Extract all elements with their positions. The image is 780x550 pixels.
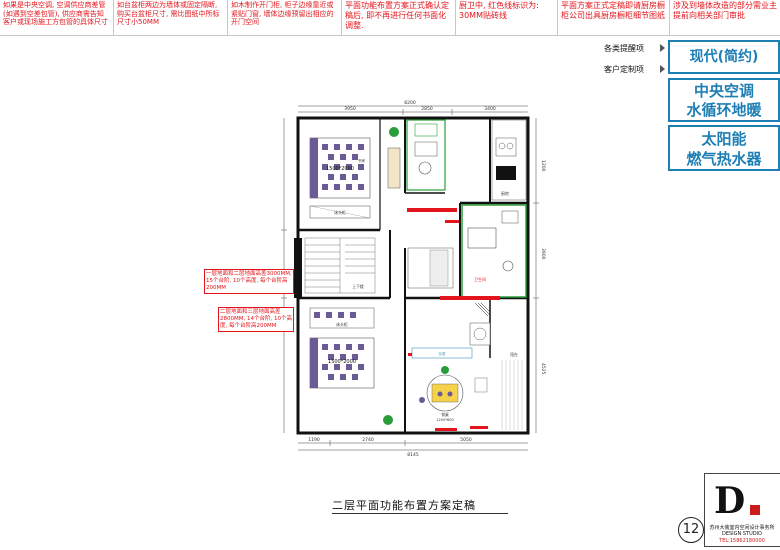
note-divider — [113, 0, 114, 36]
solar-box: 太阳能 燃气热水器 — [668, 125, 780, 171]
table-size: 1200*600 — [436, 418, 453, 422]
note-4: 平面功能布置方案正式确认定稿后, 即不再进行任何书面化调整. — [345, 1, 449, 30]
bed2-size: 1500*2000 — [328, 359, 356, 365]
dim-right-b: 3900 — [540, 248, 546, 260]
dim-top-total: 8200 — [404, 100, 416, 106]
floor-plan: 8200 3950 2850 3400 卫生间 厨房 1500*2000 — [281, 100, 546, 458]
note-divider — [669, 0, 670, 36]
solar-line1: 太阳能 — [701, 130, 747, 148]
custom-tag: 客户定制项 — [604, 65, 644, 74]
solar-line2: 燃气热水器 — [686, 150, 762, 168]
stair-label: 上下楼 — [352, 284, 364, 289]
dim-right-a: 1200 — [540, 160, 546, 172]
note-6: 平面方案正式定稿即请厨房橱柜公司出具厨房橱柜细节图纸 — [561, 1, 665, 20]
note-divider — [341, 0, 342, 36]
bed1-sub: 床头柜 — [334, 210, 346, 215]
note-divider — [227, 0, 228, 36]
dim-bottom-c: 5050 — [460, 437, 472, 443]
header-rule — [0, 35, 780, 36]
dim-top-right: 3400 — [484, 106, 496, 112]
dim-bottom-a: 1190 — [308, 437, 320, 443]
note-3: 如木制作开门柜, 柜子边缘靠近或紧贴门窗, 墙体边缘预留出相应的开门空间 — [231, 1, 334, 27]
logo-mark-icon: D — [714, 480, 746, 522]
note-7: 涉及到墙体改造的部分需业主提前向相关部门审批 — [673, 1, 777, 20]
hvac-line1: 中央空调 — [693, 82, 754, 100]
hvac-box: 中央空调 水循环地暖 — [668, 78, 780, 122]
kitchen-label: 厨房 — [501, 190, 509, 196]
stair-note-2: 二层地面和三层地面高差2800MM, 14个台阶, 10个高度, 每个台阶高20… — [218, 307, 294, 332]
company-name: 苏州大装室内空间设计事务所 — [709, 525, 775, 531]
sofa-label: 沙发 — [439, 351, 447, 356]
page-title: 二层平面功能布置方案定稿 — [332, 499, 476, 512]
company-subname: DESIGN STUDIO — [721, 531, 762, 537]
reminder-arrow-icon — [660, 44, 665, 52]
bed2-sub: 床头柜 — [336, 322, 348, 327]
bed1-size: 1500*2000 — [326, 166, 354, 172]
bath-label: 卫生间 — [474, 276, 486, 282]
custom-arrow-icon — [660, 65, 665, 73]
dim-top-mid: 2850 — [421, 106, 433, 112]
style-label: 现代(简约) — [689, 49, 759, 65]
title-underline — [332, 513, 508, 514]
hvac-line2: 水循环地暖 — [686, 101, 762, 119]
stair-note-1: 一层地面和二层地面高差3000MM, 15个台阶, 10个高度, 每个台阶高20… — [204, 269, 294, 294]
balcony-label: 阳台 — [510, 352, 518, 357]
note-divider — [557, 0, 558, 36]
note-2: 如台盆柜两边为墙体或固定隔断, 购买台盆柜尺寸, 需比图纸中所标尺寸小50MM — [117, 1, 220, 27]
company-phone: TEL:15862180000 — [719, 538, 765, 544]
style-box: 现代(简约) — [668, 40, 780, 74]
dim-bottom-b: 2740 — [362, 437, 374, 443]
note-divider — [455, 0, 456, 36]
dim-bottom-total: 8145 — [407, 452, 419, 458]
logo-accent-icon — [750, 505, 760, 515]
note-1: 如果是中央空调, 空调供应商差管(如遇到空差包管), 供应商需告知客户或现场施工… — [3, 1, 108, 27]
dim-top-left: 3950 — [344, 106, 356, 112]
page-number: 12 — [678, 517, 704, 543]
dim-right-c: 4525 — [540, 363, 546, 375]
study-label: 书房 — [358, 158, 366, 163]
reminder-tag: 各类提醒项 — [604, 44, 644, 53]
company-logo — [704, 473, 780, 547]
note-5: 厨卫中, 红色线标识为: 30MM贴砖线 — [459, 1, 539, 20]
table-label: 餐桌 — [441, 412, 449, 417]
